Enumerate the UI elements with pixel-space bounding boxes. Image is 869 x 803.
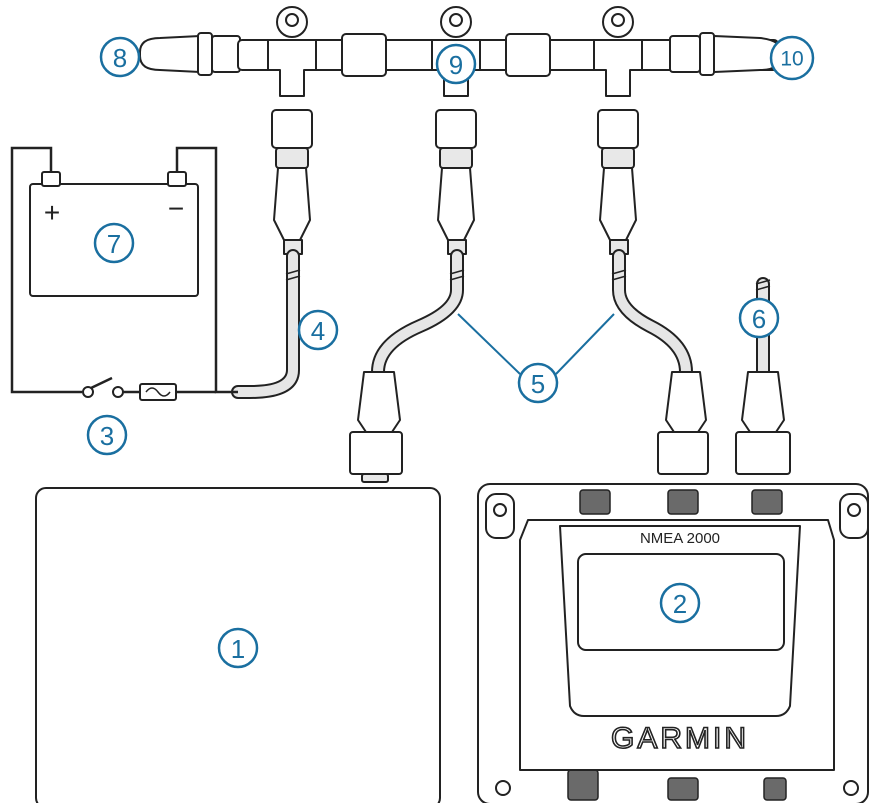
battery-wiring — [10, 146, 238, 401]
drop-cables — [371, 249, 693, 379]
svg-text:4: 4 — [311, 316, 325, 346]
svg-text:9: 9 — [449, 50, 463, 80]
callout-6: 6 — [738, 297, 780, 339]
switch-icon — [82, 376, 140, 398]
svg-text:8: 8 — [113, 43, 127, 73]
t-connector-3-icon — [593, 6, 643, 97]
svg-text:3: 3 — [100, 421, 114, 451]
callout-2: 2 — [659, 582, 701, 624]
coupler-1 — [341, 33, 387, 77]
drop-connector-1 — [271, 109, 313, 255]
callout-3: 3 — [86, 414, 128, 456]
callout-5: 5 — [517, 362, 559, 404]
svg-text:1: 1 — [231, 634, 245, 664]
nmea-backbone — [139, 6, 783, 97]
svg-text:5: 5 — [531, 369, 545, 399]
callout-9: 9 — [435, 43, 477, 85]
port-label: NMEA 2000 — [640, 530, 720, 547]
drop-connectors — [271, 109, 639, 255]
device-2-garmin-module: NMEA 2000 GARMIN — [477, 483, 869, 803]
svg-text:10: 10 — [780, 48, 803, 71]
callout-8: 8 — [99, 36, 141, 78]
leader-5-left — [457, 313, 521, 375]
coupler-2 — [505, 33, 551, 77]
brand-logo: GARMIN — [611, 722, 749, 755]
t-connector-1-icon — [267, 6, 317, 97]
terminator-right-icon — [669, 32, 783, 76]
fuse-icon — [139, 383, 216, 401]
battery-negative-label: − — [168, 193, 184, 224]
drop-connector-2 — [435, 109, 477, 255]
battery-positive-label: + — [44, 197, 60, 228]
svg-text:2: 2 — [673, 589, 687, 619]
cable-end-connectors — [349, 277, 791, 483]
cable-end-right — [657, 371, 709, 475]
callout-10: 10 — [769, 35, 815, 81]
power-cable — [231, 249, 301, 399]
terminator-left-icon — [139, 32, 241, 76]
callout-7: 7 — [93, 222, 135, 264]
leader-5-right — [555, 313, 615, 375]
svg-text:6: 6 — [752, 304, 766, 334]
callout-1: 1 — [217, 627, 259, 669]
cable-end-left — [349, 371, 403, 483]
callout-4: 4 — [297, 309, 339, 351]
drop-connector-3 — [597, 109, 639, 255]
svg-text:7: 7 — [107, 229, 121, 259]
